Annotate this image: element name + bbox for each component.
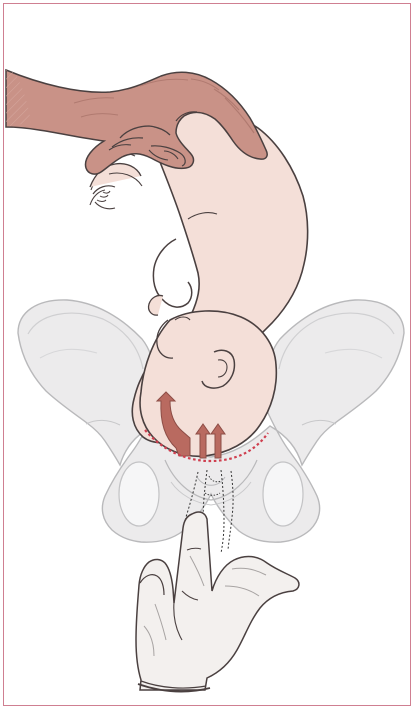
delivery-illustration xyxy=(0,0,417,710)
